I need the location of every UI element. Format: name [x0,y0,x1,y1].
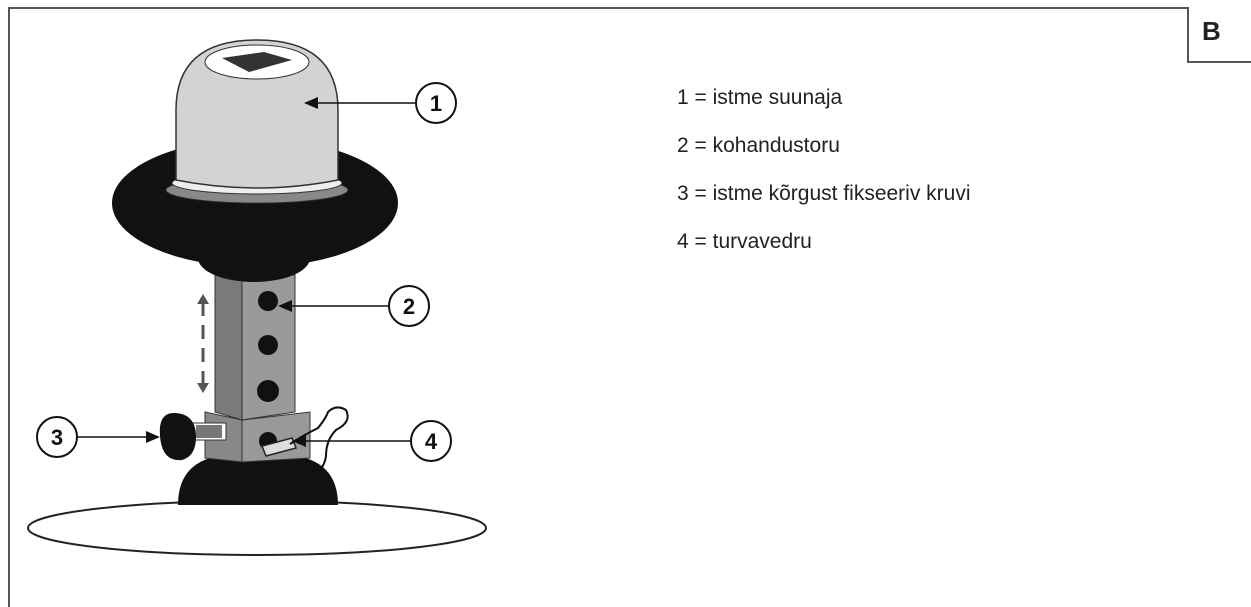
callout-1: 1 [304,82,457,124]
figure-frame [8,7,1251,607]
arrow-down-icon [197,383,209,393]
svg-text:3: 3 [51,425,63,450]
svg-text:1: 1 [430,91,442,116]
panel-label: B [1202,16,1221,46]
screw-thread-pattern [196,425,222,438]
legend-item-4: 4 = turvavedru [677,230,812,253]
seat-guide-dome [175,39,339,189]
callout-3: 3 [36,416,160,458]
tube-hole [258,291,278,311]
legend-list: 1 = istme suunaja 2 = kohandustoru 3 = i… [677,84,971,276]
legend-item-3: 3 = istme kõrgust fikseeriv kruvi [677,182,971,205]
svg-text:2: 2 [403,294,415,319]
svg-text:4: 4 [425,429,438,454]
base-mound [178,455,338,505]
callout-4: 4 [292,420,452,462]
tube-hole [257,380,279,402]
panel-label-box [1187,7,1251,63]
legend-item-1: 1 = istme suunaja [677,86,843,109]
seat-diagram: 1 2 3 4 [27,39,487,556]
safety-spring-loop [289,406,349,473]
tube-hole [258,335,278,355]
spring-pin [260,437,298,457]
legend-item-2: 2 = kohandustoru [677,134,840,157]
screw-knob [159,412,196,461]
arrow-up-icon [197,294,209,304]
dome-square-hole [222,52,292,72]
callout-2: 2 [278,285,430,327]
adjustment-tube-left [214,274,243,421]
floor-ellipse [27,500,487,556]
